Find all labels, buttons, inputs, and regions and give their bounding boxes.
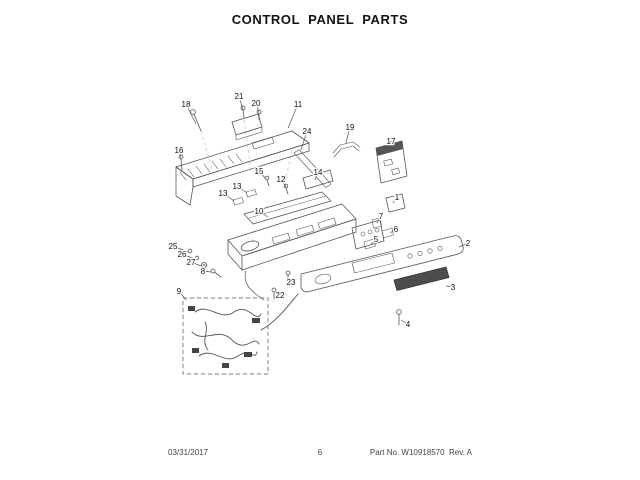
leader-line-27: [190, 261, 202, 267]
leader-line-10: [258, 210, 269, 218]
leader-line-9: [178, 290, 187, 301]
leader-line-19: [345, 126, 351, 144]
part-callout-23: 23: [287, 278, 296, 287]
leader-line-25: [172, 245, 189, 253]
part-callout-26: 26: [178, 250, 187, 259]
console-housing-art: [227, 203, 385, 271]
footer-date: 03/31/2017: [168, 448, 209, 457]
leader-line-8: [202, 270, 212, 273]
leader-line-26: [181, 253, 196, 260]
part-callout-11: 11: [294, 100, 303, 109]
part-callout-9: 9: [177, 287, 182, 296]
leader-line-2: [458, 242, 469, 248]
part-callout-20: 20: [252, 99, 261, 108]
part-callout-4: 4: [406, 320, 411, 329]
leader-line-3: [445, 285, 454, 288]
part-callout-6: 6: [394, 225, 399, 234]
mounting-bracket-art: [231, 113, 361, 206]
part-callout-3: 3: [451, 283, 456, 292]
part-callout-24: 24: [303, 127, 312, 136]
page-footer: 03/31/2017 6 Part No. W10918570 Rev. A: [0, 448, 640, 460]
part-callout-19: 19: [346, 123, 355, 132]
part-callout-21: 21: [235, 92, 244, 101]
front-panel-art: [300, 235, 464, 293]
diagram-art: [175, 105, 464, 375]
page-title: CONTROL PANEL PARTS: [231, 12, 409, 27]
leader-line-15: [258, 170, 267, 180]
leader-line-14: [314, 171, 319, 181]
leader-line-5: [370, 238, 377, 245]
leader-line-7: [376, 215, 382, 224]
part-callout-25: 25: [169, 242, 178, 251]
footer-page-number: 6: [317, 448, 323, 457]
leader-line-18: [185, 103, 197, 125]
leader-line-13: [236, 185, 248, 194]
leader-line-13: [222, 192, 235, 202]
leader-line-24: [300, 130, 308, 151]
part-callout-5: 5: [374, 235, 379, 244]
leader-line-1: [392, 196, 398, 204]
leader-line-22: [274, 292, 281, 296]
part-callout-7: 7: [379, 212, 384, 221]
leader-line-4: [400, 319, 409, 325]
part-callout-22: 22: [276, 291, 285, 300]
screw-art: [178, 105, 402, 326]
leader-line-16: [178, 149, 182, 159]
part-callout-1: 1: [395, 193, 400, 202]
leader-line-20: [255, 102, 260, 114]
part-callout-12: 12: [277, 175, 286, 184]
leader-line-23: [287, 277, 292, 283]
footer-part-no: Part No. W10918570 Rev. A: [369, 448, 472, 457]
part-callout-8: 8: [201, 267, 206, 276]
leader-line-17: [388, 140, 392, 153]
part-callout-14: 14: [314, 168, 323, 177]
part-callout-17: 17: [387, 137, 396, 146]
leader-line-6: [389, 228, 397, 234]
leader-line-21: [238, 95, 244, 111]
display-lens-art: [393, 266, 450, 291]
part-callout-27: 27: [187, 258, 196, 267]
part-callout-18: 18: [182, 100, 191, 109]
part-callout-10: 10: [255, 207, 264, 216]
part-callout-2: 2: [466, 239, 471, 248]
part-callout-15: 15: [255, 167, 264, 176]
rear-bracket-art: [175, 119, 310, 206]
part-callout-13: 13: [219, 189, 228, 198]
part-callout-16: 16: [175, 146, 184, 155]
leader-line-12: [280, 178, 287, 188]
leader-line-11: [287, 103, 299, 129]
part-callout-13: 13: [233, 182, 242, 191]
wire-harness-art: [182, 270, 299, 375]
